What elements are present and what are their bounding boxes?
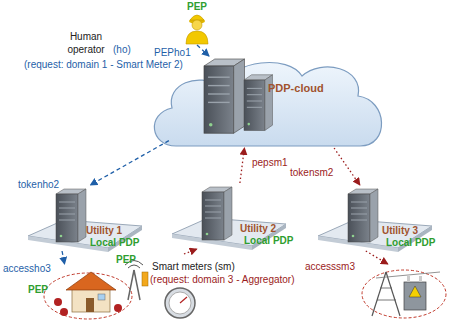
edge-label: accesssm3	[305, 260, 355, 273]
note-label: (request: domain 1 - Smart Meter 2)	[24, 58, 183, 71]
connector-arrow	[366, 251, 388, 264]
connector-arrow	[197, 45, 209, 56]
utility-box: Utility 1Local PDP	[28, 185, 141, 251]
edge-label: tokenho2	[18, 178, 59, 191]
node-text: Local PDP	[386, 237, 435, 249]
node-text: Utility 1	[86, 225, 122, 237]
connector-arrow	[240, 148, 244, 183]
connector-arrow	[184, 249, 197, 254]
node-text: PEP	[187, 1, 207, 13]
node-text: PDP-cloud	[268, 82, 324, 94]
utility-box: Utility 3Local PDP	[318, 185, 437, 251]
note-label: (request: domain 3 - Aggregator)	[150, 273, 295, 286]
transformer	[362, 264, 448, 320]
edge-label: tokensm2	[290, 166, 333, 179]
connector-arrow	[90, 141, 168, 185]
operator-icon: PEP	[180, 1, 214, 45]
connector-arrow	[62, 251, 65, 264]
note-label: (ho)	[113, 43, 131, 56]
node-text: PEP	[28, 284, 48, 296]
node-text: Utility 3	[382, 225, 418, 237]
node-text: Local PDP	[244, 235, 293, 247]
utility-box: Utility 2Local PDP	[172, 183, 295, 249]
cloud-pdp: PDP-cloud	[150, 56, 386, 148]
edge-label: PEPho1	[154, 46, 191, 59]
connector-arrow	[334, 148, 360, 185]
note-label: Smart meters (sm)	[152, 260, 235, 273]
edge-label: accessho3	[3, 262, 51, 275]
node-text: Utility 2	[240, 223, 276, 235]
node-text: Local PDP	[90, 237, 139, 249]
edge-label: pepsm1	[252, 156, 288, 169]
node-text: PEP	[116, 254, 136, 266]
note-label: Human operator	[58, 30, 114, 56]
